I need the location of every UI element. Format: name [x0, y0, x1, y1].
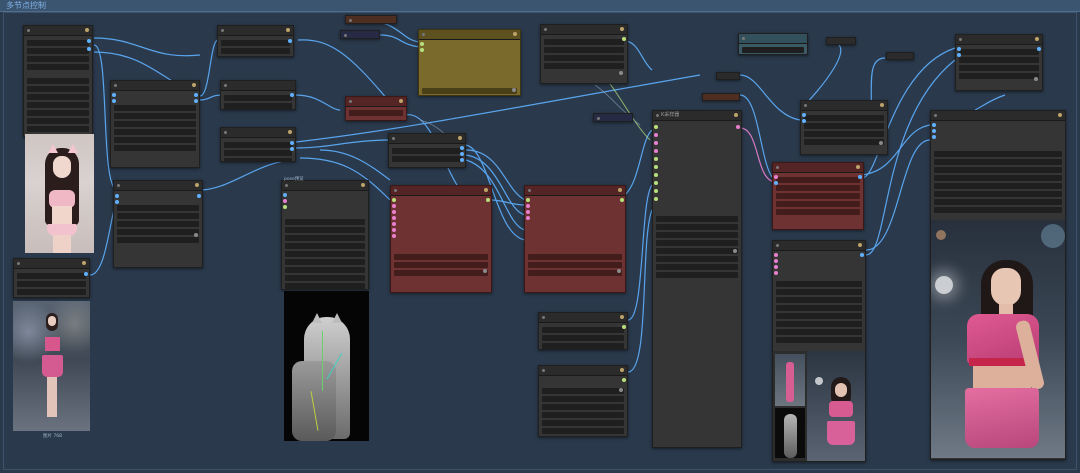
group-frame	[3, 12, 1077, 470]
cat-ear-preview-image	[25, 134, 94, 253]
reroute-node[interactable]	[340, 30, 380, 39]
pose-preview-label: pose预览	[284, 177, 304, 182]
clip-text-encode-node[interactable]	[113, 180, 203, 268]
street-reference-image	[13, 301, 90, 431]
vae-decode-node[interactable]	[800, 100, 888, 155]
image-caption: 图片 768	[43, 434, 63, 439]
compare-thumb-pose	[775, 408, 805, 458]
reroute-node-5[interactable]	[826, 37, 856, 45]
pose-preprocessor-node[interactable]	[281, 180, 369, 290]
empty-latent-node[interactable]	[538, 312, 628, 350]
group-header[interactable]: 多节点控制	[0, 0, 1080, 12]
upscale-model-node[interactable]	[538, 365, 628, 437]
lora-loader-node[interactable]	[110, 80, 200, 168]
compare-thumb-color	[775, 354, 805, 406]
controlnet-apply-node[interactable]	[345, 96, 407, 121]
reroute-node-2[interactable]	[593, 113, 633, 122]
group-title: 多节点控制	[6, 1, 46, 10]
prompt-node-3[interactable]	[220, 127, 296, 162]
controlnet-stack-node[interactable]: K采样器	[652, 110, 742, 448]
pose-map-image	[284, 291, 369, 441]
text-input-node[interactable]	[738, 33, 808, 55]
seed-node[interactable]	[345, 15, 397, 24]
compare-preview-area	[773, 351, 865, 461]
prompt-node-1[interactable]	[217, 25, 294, 57]
controlnet-stack-title: K采样器	[661, 112, 680, 118]
load-checkpoint-node[interactable]	[23, 25, 93, 137]
reroute-node-6[interactable]	[886, 52, 914, 60]
image-save-node[interactable]	[955, 34, 1043, 91]
ksampler-node-2[interactable]	[524, 185, 626, 293]
final-output-image	[931, 220, 1065, 458]
model-merge-node[interactable]	[388, 133, 466, 168]
note-node[interactable]	[418, 29, 521, 96]
ksampler-node-1[interactable]	[390, 185, 492, 293]
prompt-node-2[interactable]	[220, 80, 296, 110]
reroute-node-4[interactable]	[702, 93, 740, 101]
upscale-sampler-node[interactable]	[772, 162, 864, 230]
compare-main-image	[807, 351, 865, 461]
vae-loader-node[interactable]	[540, 24, 628, 84]
reroute-node-3[interactable]	[716, 72, 740, 80]
load-image-node[interactable]	[13, 258, 90, 298]
